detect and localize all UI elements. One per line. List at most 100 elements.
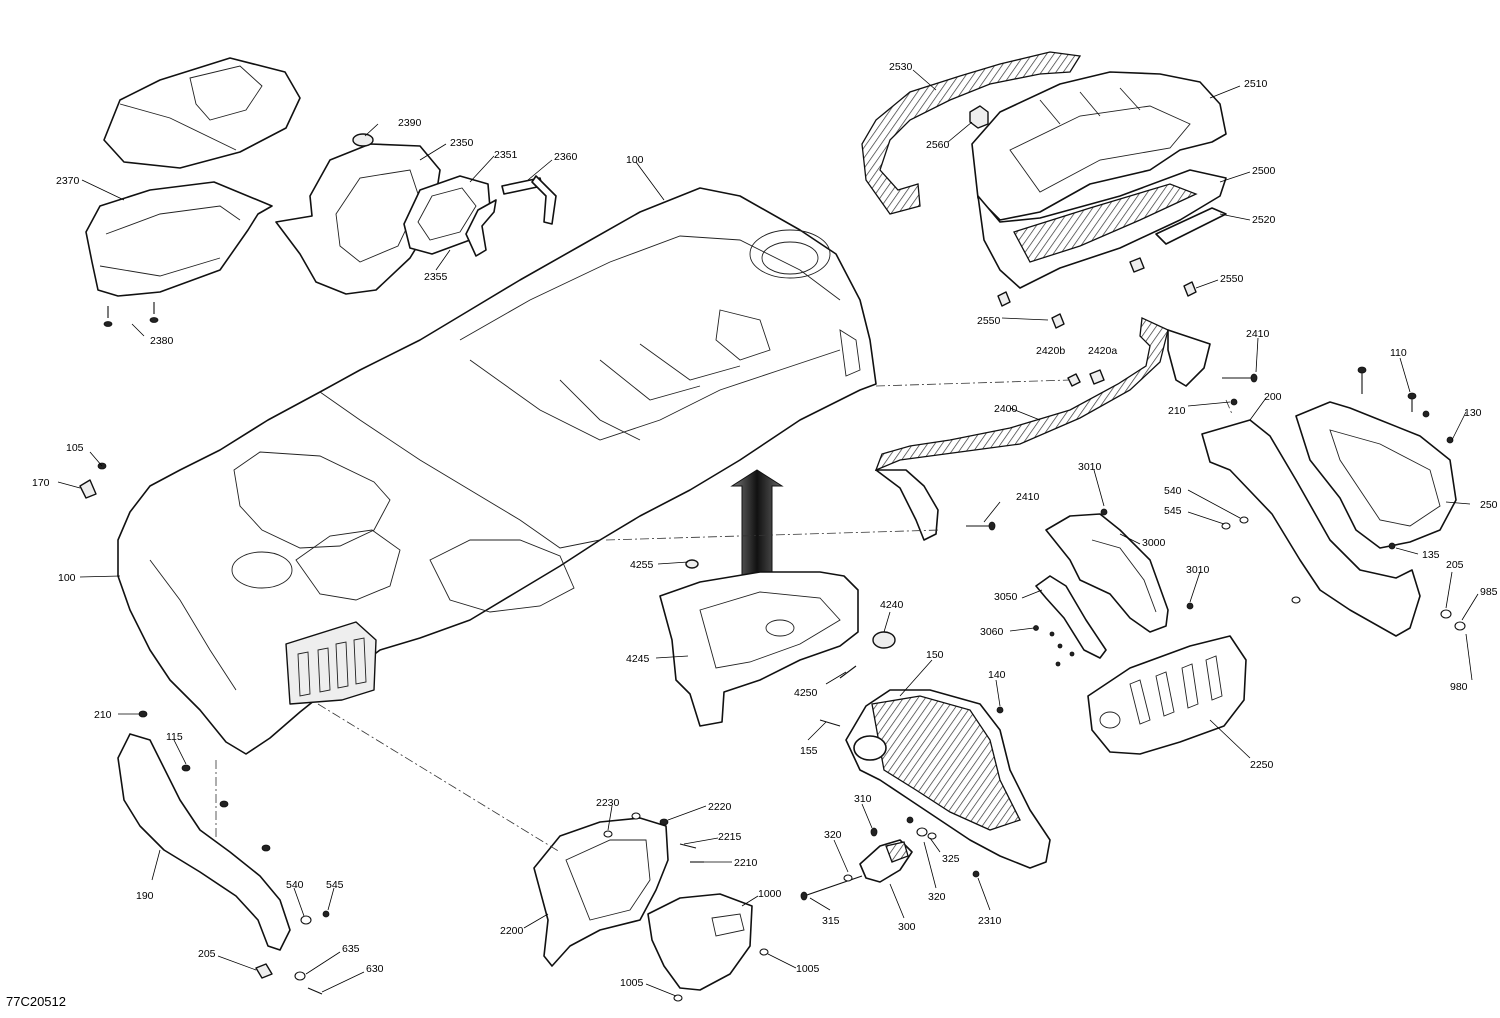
callout-2410: 2410 bbox=[1246, 328, 1270, 340]
callout-105: 105 bbox=[66, 442, 84, 454]
part-2400-crossbar bbox=[874, 317, 1211, 541]
part-2370-storage-bin bbox=[85, 181, 273, 297]
document-id: 77C20512 bbox=[6, 994, 66, 1009]
part-200-right-bracket bbox=[1201, 419, 1421, 637]
callout-2550: 2550 bbox=[1220, 273, 1244, 285]
callout-2370: 2370 bbox=[56, 175, 80, 187]
callout-labels: 2370 2390 2350 2351 2360 100 2355 2380 2… bbox=[32, 61, 1498, 989]
part-3050-bracket bbox=[1035, 575, 1107, 659]
callout-2351: 2351 bbox=[494, 149, 518, 161]
callout-2420a: 2420a bbox=[1088, 345, 1117, 357]
part-190-left-bracket bbox=[117, 733, 291, 951]
part-150-center-console bbox=[845, 689, 1051, 869]
part-2355-gauge-trim bbox=[465, 199, 497, 257]
callout-540-b: 540 bbox=[286, 879, 304, 891]
callout-205-b: 205 bbox=[198, 948, 216, 960]
callout-2410-b: 2410 bbox=[1016, 491, 1040, 503]
callout-325: 325 bbox=[942, 853, 960, 865]
callout-210-b: 210 bbox=[94, 709, 112, 721]
callout-2500: 2500 bbox=[1252, 165, 1276, 177]
part-2370-storage-lid bbox=[103, 57, 301, 169]
callout-leaders bbox=[57, 69, 1479, 997]
callout-2420b: 2420b bbox=[1036, 345, 1065, 357]
part-3010-screws bbox=[1100, 508, 1194, 610]
part-2500-tray bbox=[977, 169, 1227, 289]
part-100-dashboard bbox=[117, 187, 877, 755]
callout-310: 310 bbox=[854, 793, 872, 805]
part-4250-screw bbox=[839, 665, 857, 679]
part-4245-glove-box bbox=[659, 571, 859, 727]
callout-320: 320 bbox=[824, 829, 842, 841]
callout-300: 300 bbox=[898, 921, 916, 933]
part-300-bracket bbox=[859, 839, 913, 883]
callout-135: 135 bbox=[1422, 549, 1440, 561]
part-2380-screws bbox=[103, 302, 159, 327]
callout-140: 140 bbox=[988, 669, 1006, 681]
callout-2510: 2510 bbox=[1244, 78, 1268, 90]
callout-190: 190 bbox=[136, 890, 154, 902]
part-4240-plug bbox=[872, 631, 896, 649]
callout-1005: 1005 bbox=[620, 977, 644, 989]
part-315-bolt bbox=[800, 875, 863, 901]
part-3060-nuts bbox=[1033, 625, 1075, 667]
callout-2350: 2350 bbox=[450, 137, 474, 149]
callout-2520: 2520 bbox=[1252, 214, 1276, 226]
callout-1005-b: 1005 bbox=[796, 963, 820, 975]
callout-150: 150 bbox=[926, 649, 944, 661]
callout-3010: 3010 bbox=[1078, 461, 1102, 473]
callout-2550-b: 2550 bbox=[977, 315, 1001, 327]
callout-545-b: 545 bbox=[326, 879, 344, 891]
callout-100-b: 100 bbox=[58, 572, 76, 584]
part-right-fasteners bbox=[1221, 366, 1466, 631]
callout-200: 200 bbox=[1264, 391, 1282, 403]
part-2200-lower-bezel bbox=[533, 817, 669, 967]
callout-250: 250 bbox=[1480, 499, 1498, 511]
callout-2400: 2400 bbox=[994, 403, 1018, 415]
callout-2355: 2355 bbox=[424, 271, 448, 283]
callout-130: 130 bbox=[1464, 407, 1482, 419]
callout-3000: 3000 bbox=[1142, 537, 1166, 549]
part-2530-grab-handle bbox=[861, 51, 1082, 215]
callout-4240: 4240 bbox=[880, 599, 904, 611]
callout-155: 155 bbox=[800, 745, 818, 757]
callout-630: 630 bbox=[366, 963, 384, 975]
part-3000-cover bbox=[1045, 513, 1169, 633]
callout-210: 210 bbox=[1168, 405, 1186, 417]
callout-635: 635 bbox=[342, 943, 360, 955]
part-2550-clips bbox=[997, 257, 1197, 329]
callout-4250: 4250 bbox=[794, 687, 818, 699]
callout-540: 540 bbox=[1164, 485, 1182, 497]
callout-320-b: 320 bbox=[928, 891, 946, 903]
callout-2560: 2560 bbox=[926, 139, 950, 151]
callout-110: 110 bbox=[1390, 347, 1407, 359]
callout-2210: 2210 bbox=[734, 857, 758, 869]
callout-205: 205 bbox=[1446, 559, 1464, 571]
callout-3050: 3050 bbox=[994, 591, 1018, 603]
callout-2380: 2380 bbox=[150, 335, 174, 347]
part-2200-fasteners bbox=[603, 812, 704, 863]
callout-2200: 2200 bbox=[500, 925, 524, 937]
callout-315: 315 bbox=[822, 915, 840, 927]
callout-4245: 4245 bbox=[626, 653, 650, 665]
callout-2310: 2310 bbox=[978, 915, 1002, 927]
part-2410-bolts bbox=[966, 373, 1258, 531]
callout-2230: 2230 bbox=[596, 797, 620, 809]
part-2560-nut bbox=[969, 105, 989, 129]
callout-3060: 3060 bbox=[980, 626, 1004, 638]
part-2360-trim-strip bbox=[501, 175, 557, 225]
part-1000-lower-cover bbox=[647, 893, 769, 1002]
callout-2390: 2390 bbox=[398, 117, 422, 129]
part-2250-switch-panel bbox=[1087, 635, 1247, 755]
callout-2360: 2360 bbox=[554, 151, 578, 163]
callout-545: 545 bbox=[1164, 505, 1182, 517]
callout-980: 980 bbox=[1450, 681, 1468, 693]
callout-170: 170 bbox=[32, 477, 50, 489]
callout-2220: 2220 bbox=[708, 801, 732, 813]
part-2520-strip bbox=[1155, 207, 1227, 245]
part-2420-nuts bbox=[1067, 369, 1105, 387]
part-2510-upper-storage bbox=[971, 71, 1227, 221]
callout-2250: 2250 bbox=[1250, 759, 1274, 771]
callout-100: 100 bbox=[626, 154, 644, 166]
callout-2215: 2215 bbox=[718, 831, 742, 843]
